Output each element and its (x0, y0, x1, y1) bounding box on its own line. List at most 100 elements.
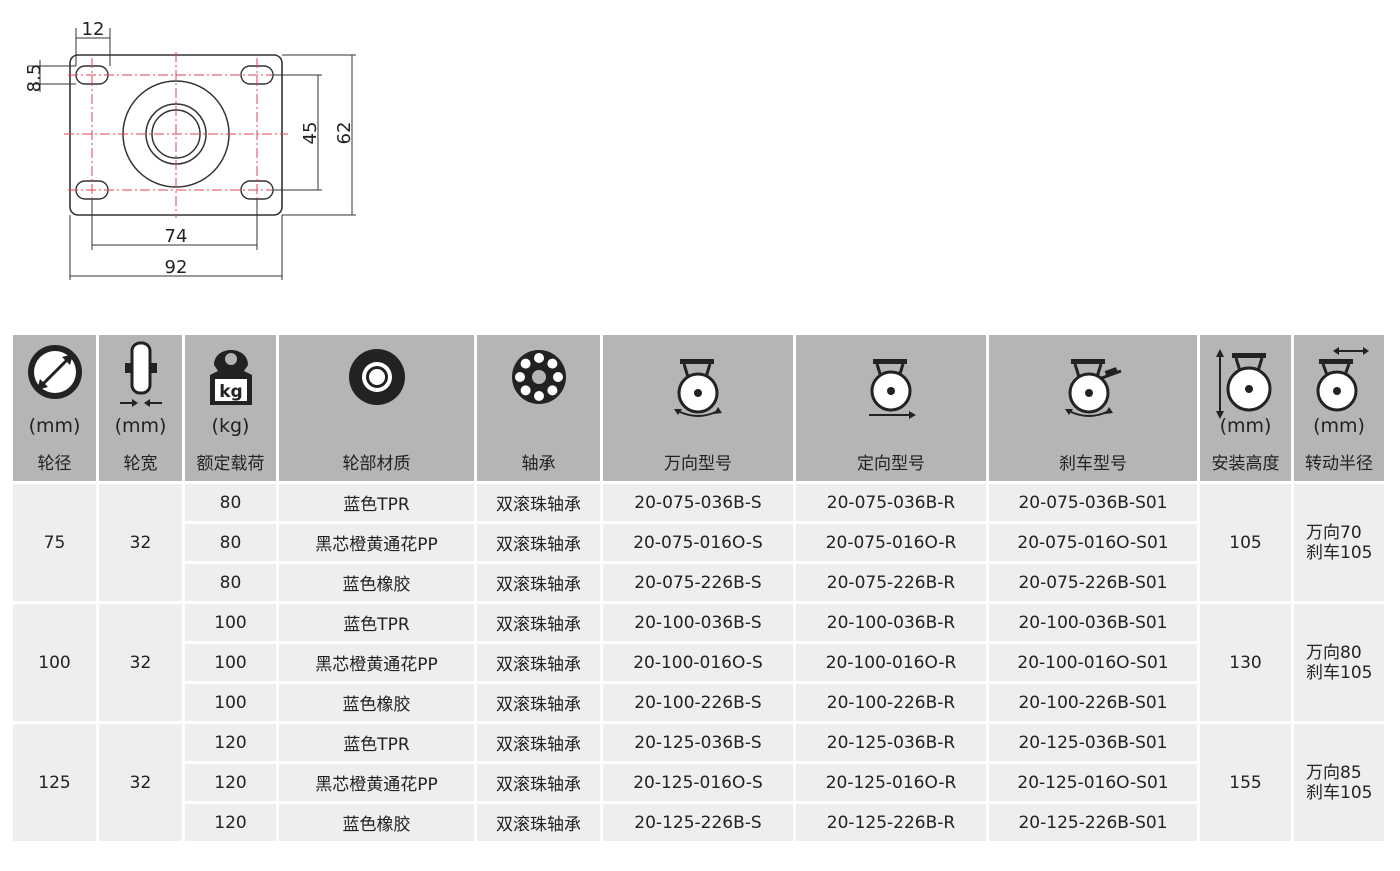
cell-rigid-model: 20-125-036B-R (796, 724, 986, 761)
cell-mounting-height: 130 (1200, 604, 1291, 721)
cell-swivel-radius: 万向85 刹车105 (1294, 724, 1384, 841)
cell-swivel-radius: 万向80 刹车105 (1294, 604, 1384, 721)
cell-bearing: 双滚珠轴承 (477, 644, 600, 681)
cell-width: 32 (99, 484, 182, 601)
header-swivel: 万向型号 (603, 335, 793, 481)
cell-rigid-model: 20-125-016O-R (796, 764, 986, 801)
cell-material: 蓝色TPR (279, 604, 474, 641)
header-label: 轮部材质 (342, 454, 411, 474)
radius-swivel: 万向70 (1306, 522, 1362, 543)
header-label: 转动半径 (1305, 454, 1373, 474)
header-unit: (mm) (28, 415, 81, 437)
cell-material: 蓝色橡胶 (279, 804, 474, 841)
cell-material: 黑芯橙黄通花PP (279, 524, 474, 561)
cell-diameter: 125 (13, 724, 96, 841)
cell-load: 100 (185, 644, 276, 681)
table-row: 100 32 100 蓝色TPR 双滚珠轴承 20-100-036B-S 20-… (13, 604, 1384, 721)
cell-load: 120 (185, 804, 276, 841)
load-weight-icon: kg (209, 350, 252, 405)
cell-mounting-height: 105 (1200, 484, 1291, 601)
header-label: 刹车型号 (1059, 454, 1127, 474)
cell-width: 32 (99, 724, 182, 841)
cell-rigid-model: 20-075-226B-R (796, 564, 986, 601)
wheel-material-icon (348, 349, 405, 405)
cell-bearing: 双滚珠轴承 (477, 724, 600, 761)
cell-bearing: 双滚珠轴承 (477, 564, 600, 601)
table-row: 100 蓝色橡胶 双滚珠轴承 20-100-226B-S 20-100-226B… (13, 684, 1384, 721)
swivel-caster-icon (674, 359, 722, 417)
dim-slot-width: 12 (82, 19, 105, 40)
cell-swivel-model: 20-125-016O-S (603, 764, 793, 801)
cell-bearing: 双滚珠轴承 (477, 804, 600, 841)
cell-brake-model: 20-075-036B-S01 (989, 484, 1197, 521)
bearing-icon (511, 350, 566, 404)
cell-swivel-model: 20-075-226B-S (603, 564, 793, 601)
cell-brake-model: 20-125-226B-S01 (989, 804, 1197, 841)
header-label: 定向型号 (857, 454, 925, 474)
cell-bearing: 双滚珠轴承 (477, 764, 600, 801)
header-label: 安装高度 (1211, 454, 1280, 474)
dim-plate-height: 62 (334, 122, 355, 145)
cell-brake-model: 20-125-036B-S01 (989, 724, 1197, 761)
cell-material: 蓝色TPR (279, 484, 474, 521)
cell-load: 80 (185, 564, 276, 601)
dim-plate-width: 92 (165, 257, 188, 278)
rigid-caster-icon (869, 359, 916, 419)
cell-bearing: 双滚珠轴承 (477, 484, 600, 521)
table-row: 80 蓝色橡胶 双滚珠轴承 20-075-226B-S 20-075-226B-… (13, 564, 1384, 601)
cell-swivel-model: 20-125-226B-S (603, 804, 793, 841)
cell-bearing: 双滚珠轴承 (477, 684, 600, 721)
header-rigid: 定向型号 (796, 335, 986, 481)
wheel-diameter-icon (27, 345, 82, 399)
table-row: 75 32 80 蓝色TPR 双滚珠轴承 20-075-036B-S 20-07… (13, 484, 1384, 601)
cell-bearing: 双滚珠轴承 (477, 524, 600, 561)
dim-slot-height: 8.5 (24, 64, 45, 93)
cell-swivel-model: 20-100-016O-S (603, 644, 793, 681)
header-swivel-radius: (mm) 转动半径 (1294, 335, 1384, 481)
header-label: 万向型号 (664, 454, 732, 474)
table-row: 125 32 120 蓝色TPR 双滚珠轴承 20-125-036B-S 20-… (13, 724, 1384, 841)
radius-swivel: 万向85 (1306, 762, 1362, 783)
header-unit: (mm) (1219, 415, 1272, 437)
header-diameter: (mm) 轮径 (13, 335, 96, 481)
cell-load: 120 (185, 724, 276, 761)
cell-swivel-model: 20-125-036B-S (603, 724, 793, 761)
table-row: 100 黑芯橙黄通花PP 双滚珠轴承 20-100-016O-S 20-100-… (13, 644, 1384, 681)
cell-brake-model: 20-075-226B-S01 (989, 564, 1197, 601)
cell-material: 蓝色TPR (279, 724, 474, 761)
dim-hole-spacing-horizontal: 74 (165, 226, 188, 247)
cell-bearing: 双滚珠轴承 (477, 604, 600, 641)
caster-spec-table: (mm) 轮径 (mm) 轮宽 kg (10, 332, 1387, 844)
cell-brake-model: 20-125-016O-S01 (989, 764, 1197, 801)
header-label: 轮径 (37, 454, 72, 474)
cell-rigid-model: 20-075-036B-R (796, 484, 986, 521)
header-bearing: 轴承 (477, 335, 600, 481)
table-row: 80 黑芯橙黄通花PP 双滚珠轴承 20-075-016O-S 20-075-0… (13, 524, 1384, 561)
header-unit: (mm) (114, 415, 167, 437)
cell-load: 80 (185, 484, 276, 521)
radius-brake: 刹车105 (1306, 542, 1373, 563)
header-unit: (mm) (1313, 415, 1365, 437)
dim-hole-spacing-vertical: 45 (300, 122, 321, 145)
cell-load: 100 (185, 684, 276, 721)
cell-diameter: 100 (13, 604, 96, 721)
cell-swivel-model: 20-075-016O-S (603, 524, 793, 561)
header-label: 额定载荷 (196, 454, 265, 474)
top-plate-drawing: 12 8.5 45 62 74 92 (24, 19, 356, 280)
wheel-width-icon (119, 341, 162, 407)
mounting-height-icon (1215, 349, 1271, 419)
cell-swivel-model: 20-075-036B-S (603, 484, 793, 521)
header-label: 轮宽 (123, 454, 158, 474)
header-label: 轴承 (521, 454, 556, 474)
brake-caster-icon (1065, 359, 1122, 417)
cell-rigid-model: 20-100-036B-R (796, 604, 986, 641)
header-brake: 刹车型号 (989, 335, 1197, 481)
cell-mounting-height: 155 (1200, 724, 1291, 841)
svg-text:kg: kg (219, 382, 242, 402)
cell-swivel-model: 20-100-226B-S (603, 684, 793, 721)
cell-material: 黑芯橙黄通花PP (279, 764, 474, 801)
radius-brake: 刹车105 (1306, 662, 1373, 683)
cell-brake-model: 20-100-016O-S01 (989, 644, 1197, 681)
cell-material: 黑芯橙黄通花PP (279, 644, 474, 681)
swivel-radius-icon (1316, 347, 1369, 412)
